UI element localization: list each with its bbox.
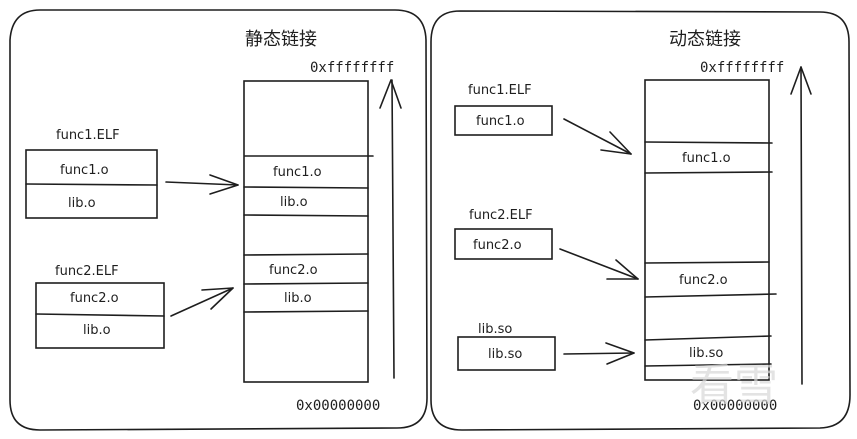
static-elf1-section-0: func1.o: [60, 163, 109, 178]
static-func1-elf: func1.ELF func1.o lib.o: [25, 128, 158, 219]
dynamic-arrowhead-2-icon: [606, 259, 639, 280]
static-arrow-1: [165, 181, 239, 186]
static-elf1-section-1: lib.o: [68, 196, 96, 211]
dynamic-func1-elf: func1.ELF func1.o: [454, 83, 553, 136]
dynamic-func2-elf: func2.ELF func2.o: [454, 208, 553, 260]
dynamic-arrow-1: [563, 118, 632, 155]
divider: [25, 183, 158, 186]
dynamic-arrow-2: [559, 248, 639, 280]
divider: [644, 141, 773, 144]
divider: [243, 214, 369, 217]
dynamic-mem-func2: func2.o: [679, 273, 728, 288]
dynamic-elf2-name: func2.ELF: [469, 208, 533, 223]
static-panel-title: 静态链接: [245, 29, 317, 50]
dynamic-arrow-3: [563, 352, 635, 355]
divider: [35, 313, 165, 317]
static-mem-lib2: lib.o: [284, 291, 312, 306]
static-mem-func2: func2.o: [269, 263, 318, 278]
dynamic-elf1-section-0: func1.o: [476, 114, 525, 129]
watermark: 看雪: [690, 360, 778, 411]
static-arrowhead-2-icon: [201, 287, 234, 310]
static-arrow-up-icon: [379, 79, 402, 109]
dynamic-panel-frame: [430, 10, 851, 431]
static-memory-map: func1.o lib.o func2.o lib.o: [243, 80, 374, 383]
static-arrowhead-1-icon: [209, 174, 239, 195]
dynamic-mem-libso: lib.so: [689, 346, 723, 361]
divider: [243, 310, 369, 313]
divider: [644, 261, 770, 264]
static-linking-panel: 静态链接 0xffffffff 0x00000000 func1.ELF fun…: [9, 9, 428, 431]
static-address-axis: [391, 79, 395, 379]
divider: [243, 253, 369, 256]
dynamic-elf1-box: [454, 105, 553, 136]
divider: [644, 363, 772, 367]
dynamic-memory-map: func1.o func2.o lib.so: [644, 79, 777, 381]
static-arrow-2: [170, 287, 234, 317]
dynamic-elf2-box: [454, 228, 553, 260]
dynamic-addr-high: 0xffffffff: [700, 60, 784, 76]
static-func2-elf: func2.ELF func2.o lib.o: [35, 264, 165, 349]
dynamic-arrowhead-3-icon: [605, 342, 635, 365]
dynamic-so-section-0: lib.so: [488, 347, 522, 362]
divider: [243, 186, 369, 189]
dynamic-elf1-name: func1.ELF: [468, 83, 532, 98]
static-elf2-section-0: func2.o: [70, 291, 119, 306]
dynamic-so-name: lib.so: [478, 322, 512, 337]
static-elf1-name: func1.ELF: [56, 128, 120, 143]
static-mem-lib1: lib.o: [280, 195, 308, 210]
dynamic-elf2-section-0: func2.o: [473, 238, 522, 253]
static-addr-low: 0x00000000: [296, 398, 380, 414]
static-panel-frame: [9, 9, 428, 431]
dynamic-linking-panel: 动态链接 0xffffffff 0x00000000 func1.ELF fun…: [430, 10, 851, 431]
static-elf2-name: func2.ELF: [55, 264, 119, 279]
divider: [644, 171, 773, 174]
static-elf2-section-1: lib.o: [83, 323, 111, 338]
dynamic-so-box: [457, 336, 556, 371]
divider: [644, 335, 772, 341]
dynamic-memory-box: [644, 79, 770, 381]
divider: [644, 293, 777, 298]
dynamic-mem-func1: func1.o: [682, 151, 731, 166]
dynamic-panel-title: 动态链接: [669, 29, 741, 50]
static-addr-high: 0xffffffff: [310, 60, 394, 76]
static-mem-func1: func1.o: [273, 165, 322, 180]
dynamic-lib-so: lib.so lib.so: [457, 322, 556, 371]
dynamic-address-axis: [800, 66, 803, 385]
dynamic-arrowhead-1-icon: [600, 131, 632, 155]
dynamic-addr-low: 0x00000000: [693, 398, 777, 414]
divider: [243, 282, 369, 285]
static-memory-box: [243, 80, 369, 383]
dynamic-arrow-up-icon: [790, 66, 812, 95]
